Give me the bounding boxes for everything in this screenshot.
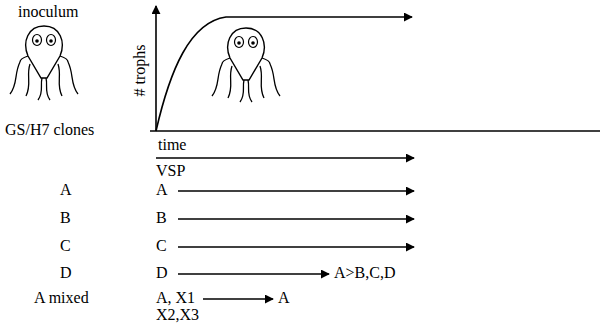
- vsp-name: C: [156, 238, 167, 255]
- vsp-arrow: [178, 273, 329, 275]
- clone-name: C: [60, 238, 71, 255]
- vsp-arrow: [178, 246, 414, 248]
- vsp-outcome: A: [278, 290, 290, 307]
- vsp-name: A, X1 X2,X3: [156, 290, 202, 324]
- vsp-name: B: [156, 210, 167, 227]
- column-heading: VSP: [156, 163, 185, 180]
- giardia-cell: [10, 26, 78, 100]
- time-arrow: [156, 157, 414, 159]
- clone-name: A: [60, 182, 72, 199]
- clone-name: D: [60, 265, 72, 282]
- vsp-outcome: A>B,C,D: [334, 265, 395, 282]
- growth-curve: [156, 17, 412, 131]
- x-axis: [150, 130, 600, 132]
- y-axis: [155, 6, 157, 131]
- figure-label: inoculum: [18, 4, 78, 21]
- giardia-cell: [212, 28, 280, 102]
- axis-label: # trophs: [132, 44, 149, 96]
- vsp-name: D: [156, 265, 168, 282]
- vsp-arrow: [178, 218, 414, 220]
- axis-label: time: [158, 137, 186, 154]
- clone-name: B: [60, 210, 71, 227]
- vsp-arrow: [203, 298, 273, 300]
- vsp-arrow: [178, 190, 414, 192]
- row-heading: GS/H7 clones: [5, 122, 94, 139]
- clone-name: A mixed: [34, 290, 89, 307]
- vsp-name: A: [156, 182, 168, 199]
